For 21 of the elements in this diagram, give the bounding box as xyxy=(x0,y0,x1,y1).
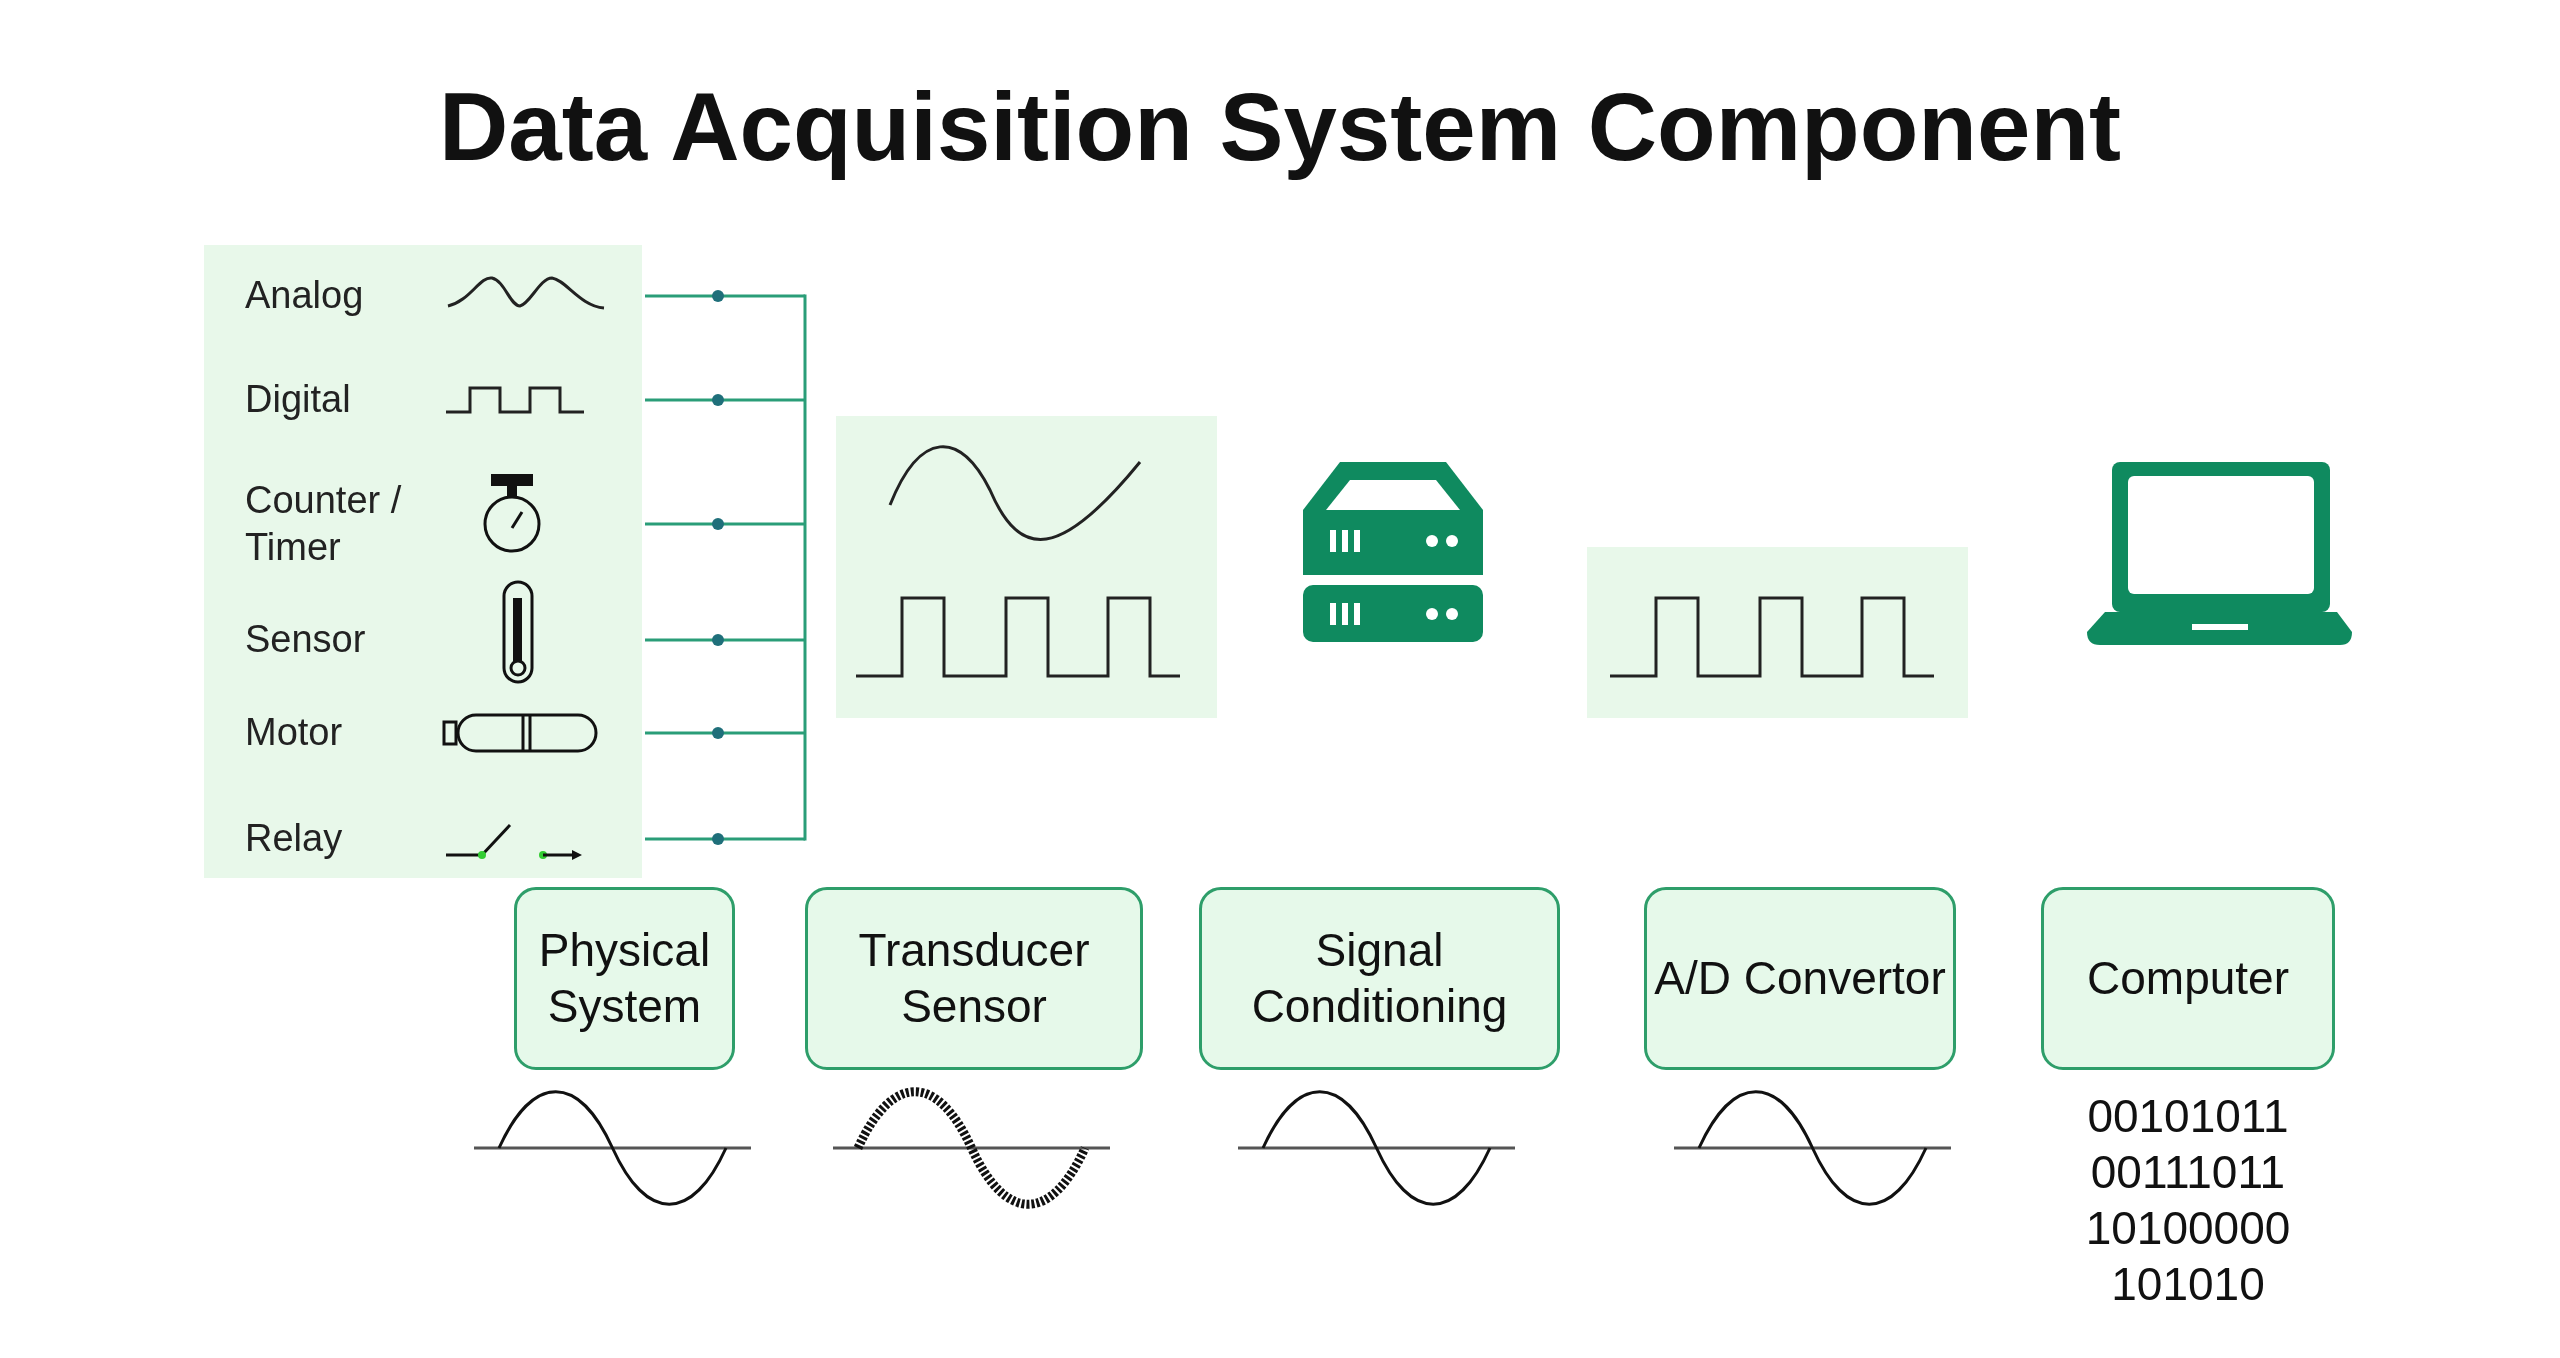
stage-box xyxy=(1199,887,1560,1070)
signal-type-label: Analog xyxy=(245,273,365,318)
title: Data Acquisition System Component xyxy=(438,72,2122,182)
stage-box xyxy=(1644,887,1956,1070)
stage-label: Computer xyxy=(2087,950,2289,1006)
signal-type-label: Counter / Timer xyxy=(245,477,403,570)
signal-type-label: Digital xyxy=(245,377,352,422)
stage-box xyxy=(805,887,1143,1070)
signal-type-label: Sensor xyxy=(245,617,367,662)
stage-box xyxy=(2041,887,2335,1070)
signal-type-label: Relay xyxy=(245,816,344,861)
stage-label: Transducer Sensor xyxy=(857,923,1091,1034)
binary-code-text: 00101011 xyxy=(2086,1089,2290,1144)
stage-box xyxy=(514,887,735,1070)
binary-code-text: 10100000 xyxy=(2084,1201,2292,1256)
stage-label: Physical System xyxy=(537,923,712,1034)
binary-code-text: 00111011 xyxy=(2089,1145,2287,1200)
stage-label: A/D Convertor xyxy=(1654,950,1946,1006)
binary-code-text: 101010 xyxy=(2110,1257,2266,1312)
signal-type-label: Motor xyxy=(245,710,344,755)
stage-label: Signal Conditioning xyxy=(1250,923,1509,1034)
